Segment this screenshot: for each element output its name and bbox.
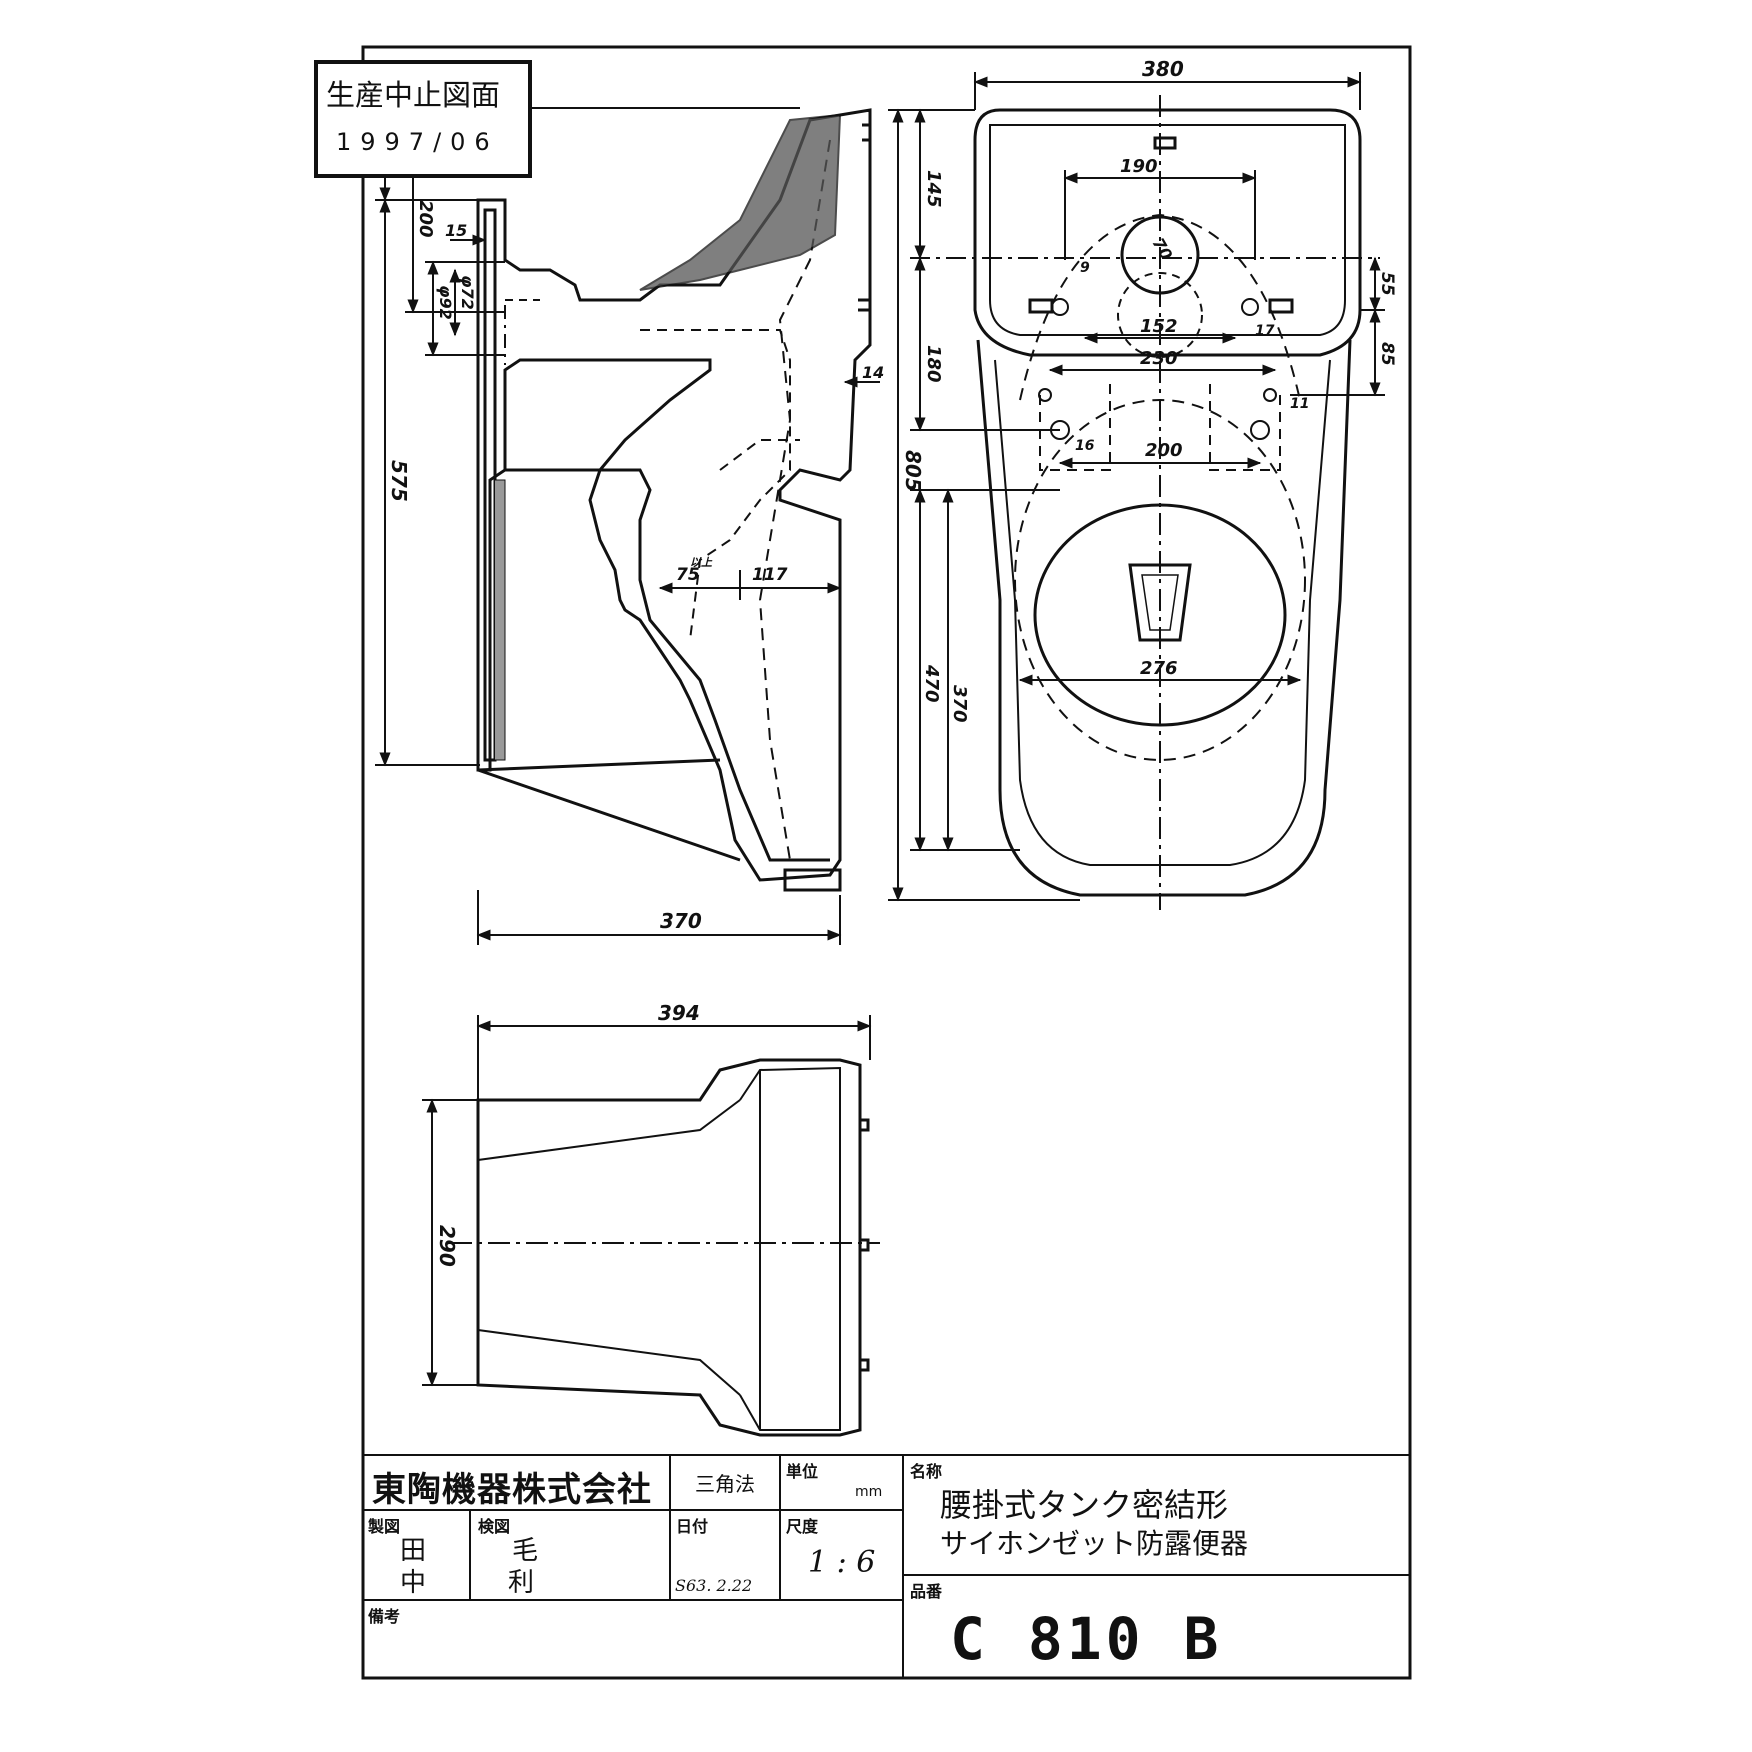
title-block-grid <box>363 1454 1410 1678</box>
dim-plan-16: 16 <box>1075 438 1095 454</box>
dim-plan-85: 85 <box>1377 342 1397 366</box>
front-view <box>476 1058 870 1437</box>
dim-plan-470: 470 <box>921 664 942 703</box>
projection-method: 三角法 <box>695 1472 755 1496</box>
remarks-label: 備考 <box>368 1607 401 1626</box>
company-name: 東陶機器株式会社 <box>372 1470 652 1510</box>
dim-plan-190: 190 <box>1120 156 1158 177</box>
date-label: 日付 <box>676 1517 709 1536</box>
product-name-line2: サイホンゼット防露便器 <box>940 1527 1249 1560</box>
dim-plan-9: 9 <box>1080 260 1090 276</box>
dim-plan-55: 55 <box>1377 272 1397 296</box>
unit-value: mm <box>855 1484 883 1500</box>
part-number-label: 品番 <box>910 1582 943 1601</box>
dim-side-height: 575 <box>387 460 411 502</box>
dim-plan-370: 370 <box>949 685 970 723</box>
stamp-title: 生産中止図面 <box>326 78 501 112</box>
dim-side-phi92: φ92 <box>436 285 455 320</box>
dim-plan-152: 152 <box>1140 316 1178 337</box>
date-value: S63. 2.22 <box>675 1576 753 1595</box>
dim-side-75: 75 <box>676 565 700 585</box>
dim-front-290: 290 <box>435 1225 459 1267</box>
plan-dimension-lines <box>888 72 1385 910</box>
dim-plan-380: 380 <box>1142 57 1184 81</box>
discontinued-stamp: 生産中止図面 1997/06 <box>314 60 532 178</box>
name-label: 名称 <box>910 1462 943 1481</box>
dim-side-117: 117 <box>752 565 788 585</box>
dim-front-394: 394 <box>658 1001 700 1025</box>
dim-side-200: 200 <box>415 200 436 238</box>
drawn-by-name-2: 中 <box>400 1568 427 1598</box>
part-number: C 810 B <box>950 1605 1223 1673</box>
drawn-by-label: 製図 <box>368 1517 401 1536</box>
dim-plan-180: 180 <box>923 345 944 383</box>
checked-by-label: 検図 <box>478 1517 511 1536</box>
front-dimension-lines <box>422 1015 880 1387</box>
dim-plan-805: 805 <box>901 450 925 492</box>
dimension-labels: 370 575 240 200 15 φ72 φ92 14 75 117 以上 … <box>387 57 1397 1267</box>
dim-side-above: 以上 <box>690 556 713 569</box>
scale-value: 1 : 6 <box>808 1545 876 1580</box>
scale-label: 尺度 <box>786 1517 819 1536</box>
dim-plan-145: 145 <box>923 170 944 208</box>
plan-view <box>973 108 1362 897</box>
dim-plan-276: 276 <box>1140 658 1178 679</box>
checked-by-name-1: 毛 <box>512 1536 539 1566</box>
dim-side-15: 15 <box>445 221 467 240</box>
dim-side-phi72: φ72 <box>458 275 477 310</box>
stamp-date: 1997/06 <box>336 128 499 156</box>
drawn-by-name-1: 田 <box>400 1536 427 1566</box>
dim-side-width: 370 <box>660 909 702 933</box>
unit-label: 単位 <box>786 1462 819 1481</box>
dim-plan-17: 17 <box>1255 323 1275 339</box>
checked-by-name-2: 利 <box>508 1568 535 1598</box>
dim-plan-11: 11 <box>1290 396 1309 412</box>
product-name-line1: 腰掛式タンク密結形 <box>940 1486 1229 1524</box>
dim-side-14: 14 <box>862 363 884 382</box>
dim-plan-230: 230 <box>1140 348 1178 369</box>
drawing-frame <box>361 45 1412 1680</box>
side-section-view <box>476 108 872 892</box>
dim-plan-200: 200 <box>1145 440 1183 461</box>
